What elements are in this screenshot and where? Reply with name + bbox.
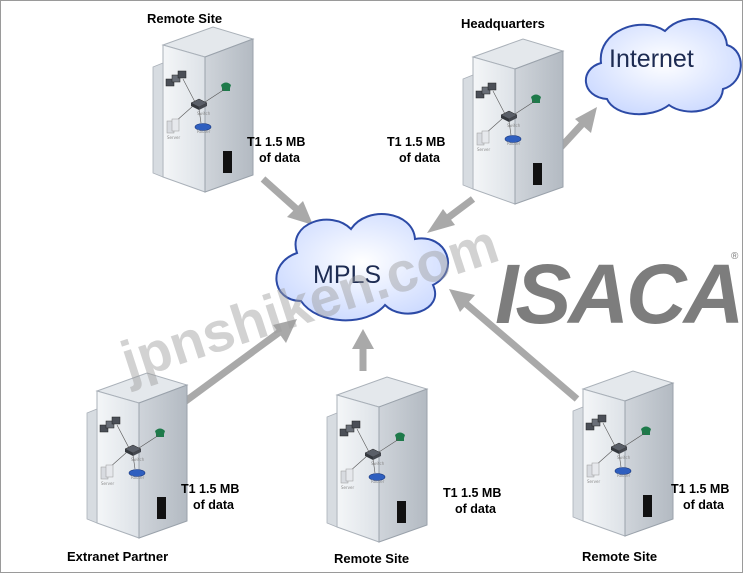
arrow-remote-top-to-mpls [260, 176, 313, 225]
link-sub: of data [455, 502, 497, 516]
arrow-right-to-mpls [449, 289, 580, 402]
internet-cloud: Internet [584, 17, 742, 116]
label-extranet-partner: Extranet Partner [67, 549, 168, 564]
arrow-hq-to-mpls [427, 196, 476, 233]
label-remote-top: Remote Site [147, 11, 222, 26]
link-sub: of data [259, 151, 301, 165]
link-label-remote-top: T1 1.5 MB of data [247, 135, 305, 165]
site-extranet-partner [86, 372, 188, 539]
site-headquarters [462, 38, 564, 205]
arrow-extranet-to-mpls [180, 319, 297, 406]
link-label-right: T1 1.5 MB of data [671, 482, 729, 512]
link-speed: T1 1.5 MB [671, 482, 729, 496]
label-remote-bottom-center: Remote Site [334, 551, 409, 566]
link-speed: T1 1.5 MB [443, 486, 501, 500]
link-sub: of data [193, 498, 235, 512]
arrow-center-to-mpls [352, 329, 374, 371]
isaca-wordmark: ISACA [495, 247, 741, 341]
site-remote-bottom-center [326, 376, 428, 543]
link-label-extranet: T1 1.5 MB of data [181, 482, 239, 512]
mpls-label: MPLS [313, 261, 381, 289]
link-speed: T1 1.5 MB [387, 135, 445, 149]
link-label-headquarters: T1 1.5 MB of data [387, 135, 445, 165]
label-headquarters: Headquarters [461, 16, 545, 31]
link-label-center: T1 1.5 MB of data [443, 486, 501, 516]
connection-arrows [180, 107, 597, 406]
isaca-logo: ISACA ® [495, 247, 742, 341]
link-sub: of data [683, 498, 725, 512]
internet-label: Internet [609, 45, 694, 73]
arrow-hq-to-internet [558, 107, 597, 150]
site-remote-top [152, 26, 254, 193]
mpls-cloud: MPLS [275, 213, 450, 322]
registered-mark: ® [731, 251, 739, 262]
link-sub: of data [399, 151, 441, 165]
label-remote-bottom-right: Remote Site [582, 549, 657, 564]
link-speed: T1 1.5 MB [247, 135, 305, 149]
site-remote-bottom-right [572, 370, 674, 537]
link-speed: T1 1.5 MB [181, 482, 239, 496]
